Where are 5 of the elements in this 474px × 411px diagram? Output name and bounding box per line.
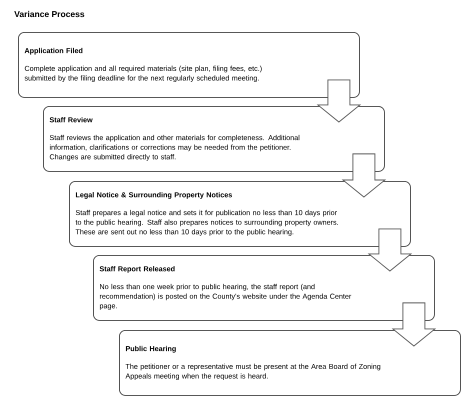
title: Variance Process [14,10,84,18]
block-arrow [316,79,362,123]
block-arrow [392,302,436,347]
block-arrow [342,153,386,198]
block-arrow [368,228,412,272]
